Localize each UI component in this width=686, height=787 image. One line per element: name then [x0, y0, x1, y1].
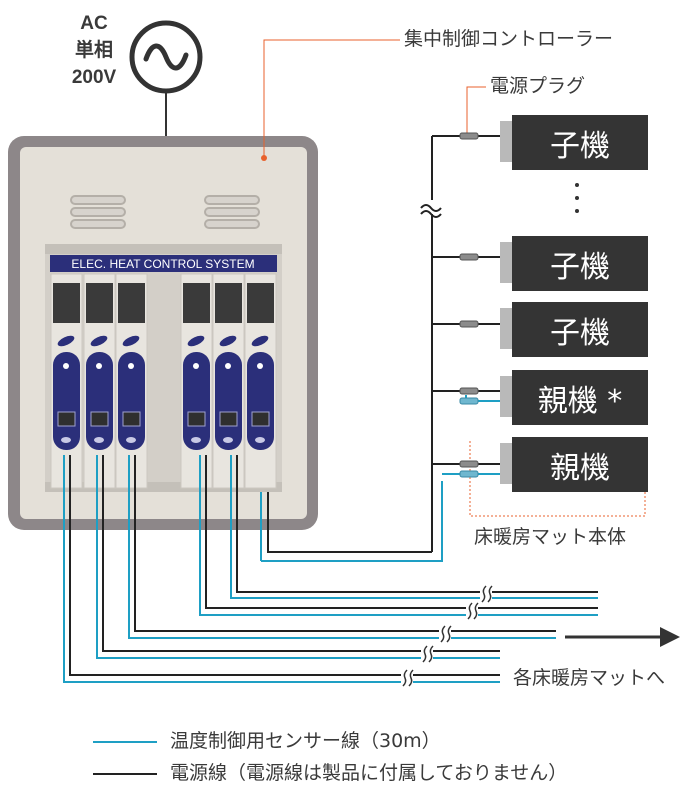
module-indicator [257, 363, 263, 369]
controller-label: 集中制御コントローラー [404, 28, 614, 50]
module-display [86, 283, 113, 323]
module-screen [57, 411, 76, 427]
sensor-line-2 [199, 455, 598, 616]
bus-break [420, 200, 442, 218]
controller-module-1 [50, 273, 83, 489]
module-display [183, 283, 210, 323]
controller-module-4 [180, 273, 213, 489]
power-line-4 [102, 455, 500, 652]
unit-3: 子機 [512, 302, 648, 357]
module-indicator [193, 363, 199, 369]
legend-sensor-swatch [93, 741, 157, 743]
module-screen [187, 411, 206, 427]
module-logo [219, 335, 237, 347]
module-indicator [63, 363, 69, 369]
module-logo [187, 335, 205, 347]
legend-power-swatch [93, 773, 157, 775]
module-display [53, 283, 80, 323]
plugs [432, 132, 500, 478]
power-line-5 [69, 455, 500, 676]
unit-2-label: 子機 [550, 249, 610, 285]
power-plug-1 [459, 132, 479, 140]
controller-module-2 [83, 273, 116, 489]
line-break-1 [481, 585, 493, 603]
control-panel-header [50, 255, 277, 272]
ac-label-phase: 単相 [74, 40, 113, 61]
ac-label-voltage: 200V [71, 67, 117, 88]
controller-module-6 [244, 273, 277, 489]
line-break-2 [467, 602, 479, 620]
unit-1-label: 子機 [550, 128, 610, 164]
line-break-5 [402, 669, 414, 687]
unit-2: 子機 [512, 236, 648, 291]
module-button [191, 437, 201, 443]
module-display [118, 283, 145, 323]
legend-sensor-label: 温度制御用センサー線（30m） [170, 730, 441, 752]
controller-module-3 [115, 273, 148, 489]
line-break-3 [440, 625, 452, 643]
module-logo [57, 335, 75, 347]
vent-left [70, 195, 126, 229]
ac-label-ac: AC [80, 13, 108, 34]
plug-label: 電源プラグ [490, 75, 586, 97]
power-plug-2 [459, 253, 479, 261]
ac-source-symbol [129, 20, 203, 136]
module-button [126, 437, 136, 443]
power-line-1 [236, 455, 598, 593]
power-plug-5 [459, 460, 479, 468]
unit-5: 親機 [512, 437, 648, 492]
module-screen [219, 411, 238, 427]
module-screen [90, 411, 109, 427]
module-display [247, 283, 274, 323]
power-line-3 [134, 455, 556, 632]
mat-label: 床暖房マット本体 [474, 526, 627, 548]
module-button [255, 437, 265, 443]
sensor-line-5 [63, 455, 500, 683]
plug-leader-line [466, 86, 486, 133]
module-logo [90, 335, 108, 347]
sensor-line-3 [128, 455, 556, 639]
line-break-4 [422, 645, 434, 663]
vent-right [204, 195, 260, 229]
to-mats-label: 各床暖房マットへ [513, 667, 666, 689]
unit-4: 親機 * [512, 370, 648, 425]
control-panel-title: ELEC. HEAT CONTROL SYSTEM [71, 257, 254, 271]
continuation-dots [575, 183, 579, 213]
unit-5-label: 親機 [550, 450, 610, 486]
controller-leader-line [263, 39, 400, 160]
ac-label: AC 単相 200V [58, 10, 130, 91]
unit-1: 子機 [512, 115, 648, 170]
outgoing-lines [63, 455, 598, 688]
module-button [61, 437, 71, 443]
controller-modules [50, 273, 277, 489]
module-button [94, 437, 104, 443]
controller-module-5 [212, 273, 245, 489]
module-screen [122, 411, 141, 427]
unit-4-label: 親機 * [537, 383, 623, 419]
sensor-feeder-run [261, 481, 443, 562]
sensor-plug-4 [459, 397, 479, 405]
sensor-line-4 [96, 455, 500, 659]
sensor-line-1 [230, 455, 598, 599]
module-logo [122, 335, 140, 347]
to-mats-arrow [565, 627, 680, 647]
power-plug-4 [459, 387, 479, 395]
module-indicator [225, 363, 231, 369]
module-display [215, 283, 242, 323]
sensor-plug-5 [459, 470, 479, 478]
mat-leader-line [469, 441, 646, 517]
module-indicator [96, 363, 102, 369]
module-screen [251, 411, 270, 427]
legend-power-label: 電源線（電源線は製品に付属しておりません） [170, 762, 568, 784]
unit-3-label: 子機 [550, 315, 610, 351]
module-button [223, 437, 233, 443]
power-plug-3 [459, 320, 479, 328]
module-logo [251, 335, 269, 347]
module-indicator [128, 363, 134, 369]
